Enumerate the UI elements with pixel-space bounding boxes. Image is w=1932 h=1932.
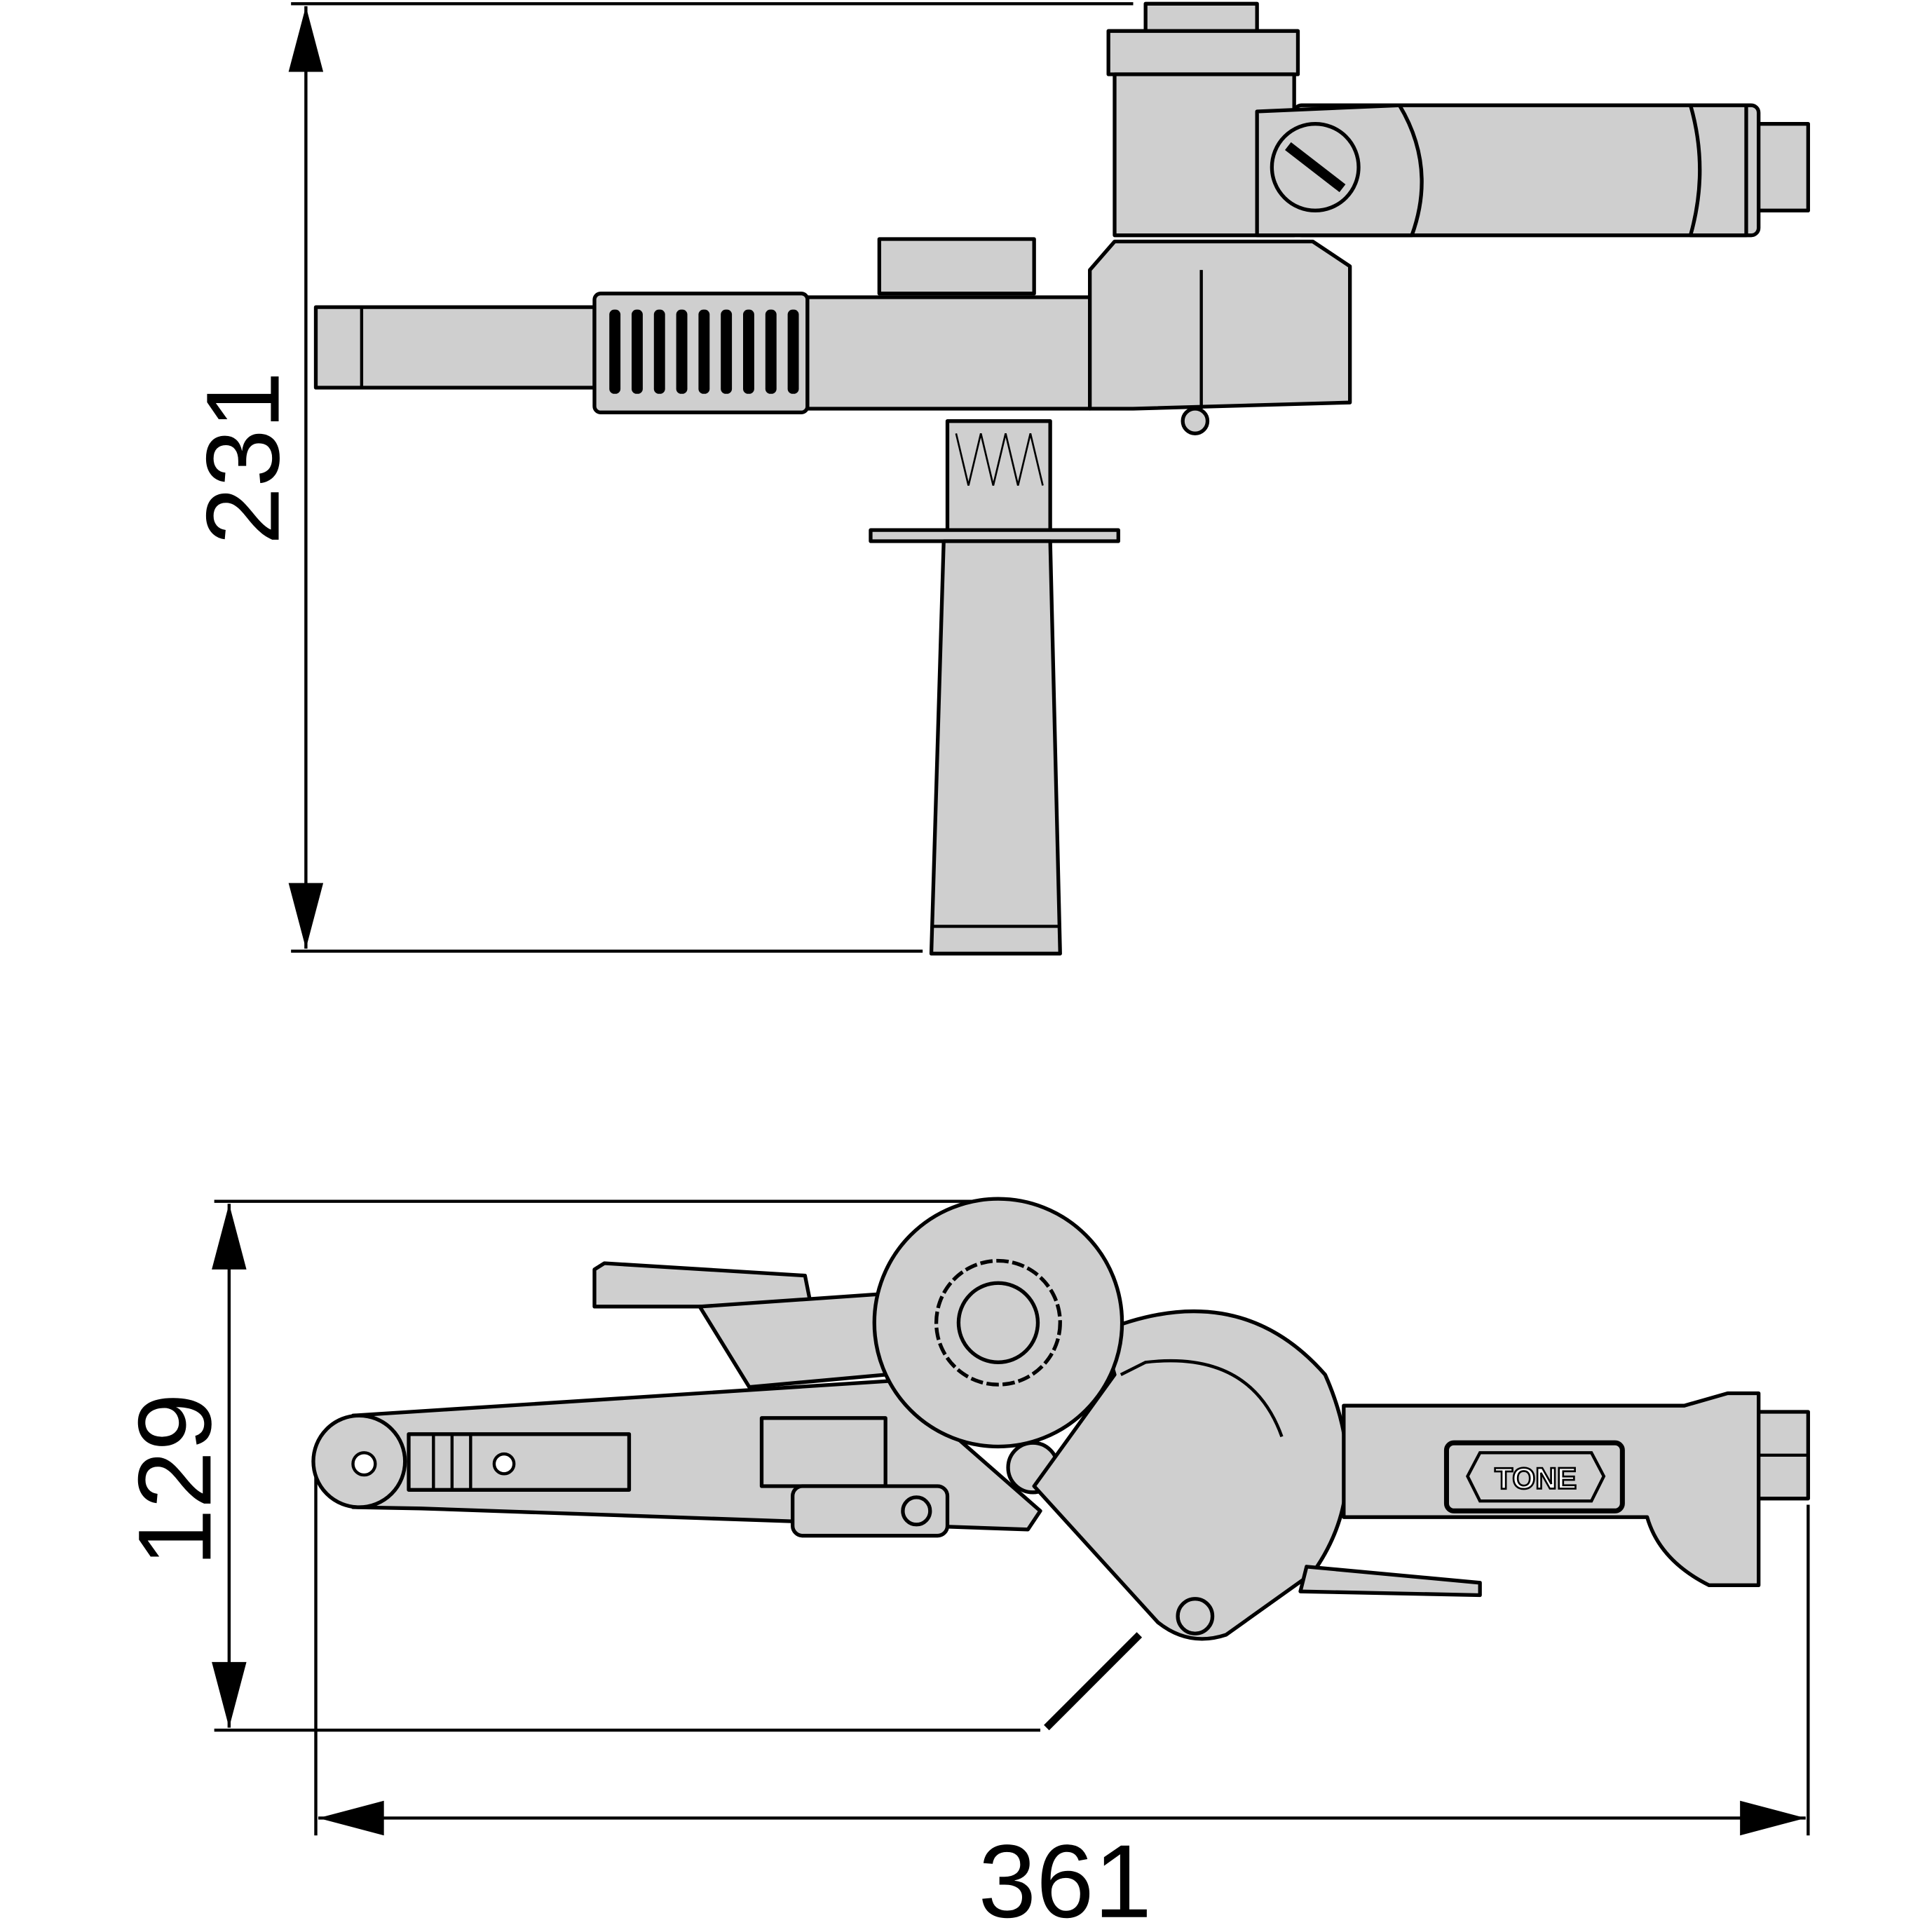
housing-screw [1176, 1597, 1215, 1635]
release-lever [592, 1261, 813, 1309]
knob-center [956, 1281, 1040, 1364]
throttle-lever [1298, 1565, 1482, 1598]
arm-slider [407, 1432, 632, 1492]
slider-screw [492, 1452, 516, 1476]
dimension-label-361: 361 [979, 1824, 1152, 1932]
side-view: 129 361 [117, 1197, 1810, 1932]
tension-mechanism [759, 1416, 887, 1488]
spring-icon [955, 433, 1044, 486]
tension-block [877, 237, 1036, 296]
motor-cap [1106, 29, 1300, 76]
rotation-arrow-icon [1120, 1359, 1284, 1438]
belt-arm-rod [313, 305, 597, 390]
side-handle-edge [1044, 1632, 1143, 1731]
logo-frame [1466, 1451, 1606, 1503]
tone-logo: TONE [1495, 1462, 1577, 1495]
handle-end-cap [1688, 103, 1748, 238]
arrow-down-icon [212, 1661, 247, 1728]
top-nut [1143, 1, 1259, 33]
top-view: 231 [186, 1, 1810, 955]
lever-bracket [698, 1292, 887, 1389]
arrow-down-icon [288, 883, 324, 949]
arrow-left-icon [318, 1800, 384, 1836]
dimension-361: 361 [314, 1474, 1810, 1932]
air-inlet-fitting [1757, 122, 1810, 212]
arrow-up-icon [212, 1204, 247, 1270]
dimension-label-231: 231 [186, 372, 301, 545]
arrow-up-icon [288, 6, 324, 72]
knob-slot [1285, 142, 1346, 193]
gear-housing [1088, 239, 1352, 411]
dimension-129: 129 [117, 1199, 1040, 1732]
handle-collar [945, 419, 1052, 535]
bottom-screw [1181, 407, 1210, 435]
ribs [609, 309, 799, 394]
pulley-axle [351, 1451, 377, 1477]
arrow-right-icon [1740, 1800, 1806, 1836]
side-handle-grip [929, 539, 1062, 955]
dimension-label-129: 129 [117, 1393, 233, 1567]
tension-screw [901, 1495, 932, 1527]
dimension-231: 231 [186, 2, 1134, 953]
arm-body [805, 295, 1092, 411]
